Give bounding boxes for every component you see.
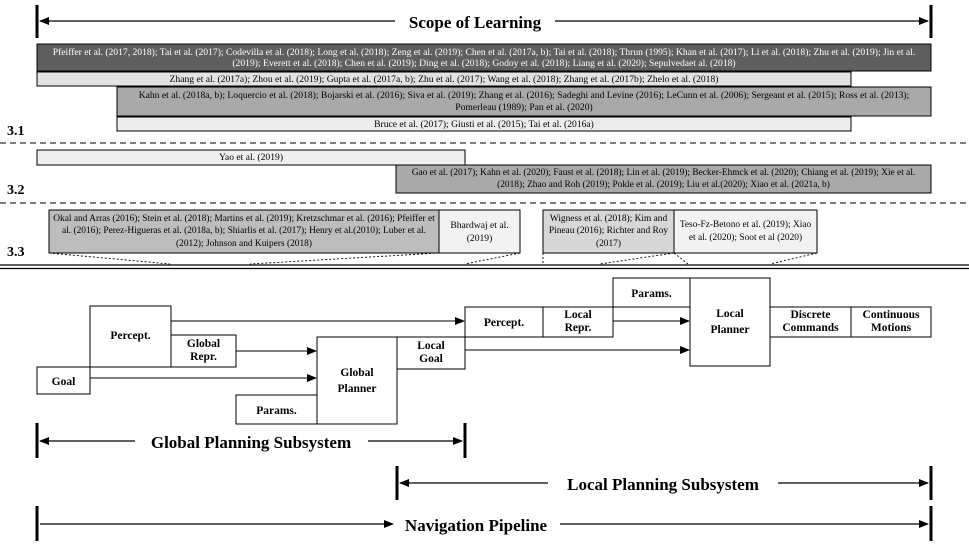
local-span: Local Planning Subsystem xyxy=(395,466,933,500)
local-repr-label: Local Repr. xyxy=(564,309,592,334)
section-3-1: Pfeiffer et al. (2017, 2018); Tai et al.… xyxy=(7,43,932,139)
global-repr-label: Global Repr. xyxy=(186,338,221,363)
section-label-3-2: 3.2 xyxy=(7,183,25,198)
local-percept-label: Percept. xyxy=(484,317,524,329)
global-span-label: Global Planning Subsystem xyxy=(151,433,351,452)
ref-box-3-3-row4 xyxy=(673,209,818,254)
ref-box-3-3-row1 xyxy=(48,209,440,254)
continuous-motions-box xyxy=(850,306,932,338)
global-repr-box xyxy=(170,334,237,368)
local-goal-box xyxy=(396,336,466,370)
ref-text-3-2-row2: Gao et al. (2017); Kahn et al. (2020); F… xyxy=(411,168,916,190)
percept-box xyxy=(89,305,172,368)
ref-box-3-1-row3 xyxy=(116,86,932,117)
ref-box-3-2-row1 xyxy=(36,149,466,166)
section-3-3: Okal and Arras (2016); Stein et al. (201… xyxy=(7,209,818,265)
goal-label: Goal xyxy=(52,376,76,388)
params-label: Params. xyxy=(256,405,297,417)
discrete-commands-box xyxy=(769,306,852,338)
ref-box-3-3-row2 xyxy=(438,209,521,254)
section-3-2: Yao et al. (2019) Gao et al. (2017); Kah… xyxy=(7,149,932,198)
ref-box-3-1-row4 xyxy=(116,116,852,132)
ref-text-3-3-row3: Wigness et al. (2018); Kim and Pineau (2… xyxy=(548,213,669,249)
ref-text-3-2-row1: Yao et al. (2019) xyxy=(218,152,284,163)
local-span-label: Local Planning Subsystem xyxy=(567,475,759,494)
local-planner-label: Local Planner xyxy=(710,308,750,336)
pipeline-arrows xyxy=(90,317,690,382)
global-planner-box xyxy=(316,336,398,425)
continuous-motions-label: Continuous Motions xyxy=(862,309,920,334)
local-planner-box xyxy=(689,277,771,367)
global-span: Global Planning Subsystem xyxy=(35,423,467,458)
local-params-label: Params. xyxy=(631,288,672,300)
ref-box-3-2-row2 xyxy=(395,164,932,194)
scope-header: Scope of Learning xyxy=(35,5,933,38)
local-params-box xyxy=(612,277,691,308)
params-box xyxy=(235,394,318,425)
percept-label: Percept. xyxy=(110,330,150,342)
projection-lines xyxy=(48,252,818,265)
section-label-3-3: 3.3 xyxy=(7,245,25,260)
ref-text-3-3-row4: Teso-Fz-Betono et al. (2019); Xiao et al… xyxy=(679,220,812,243)
local-percept-box xyxy=(464,306,544,338)
navigation-span: Navigation Pipeline xyxy=(35,506,933,541)
ref-text-3-3-row2: Bhardwaj et al. (2019) xyxy=(450,219,509,244)
global-planner-label: Global Planner xyxy=(337,366,377,395)
ref-text-3-1-row4: Bruce et al. (2017); Giusti et al. (2015… xyxy=(374,118,594,130)
local-goal-label: Local Goal xyxy=(417,340,445,365)
ref-text-3-1-row1: Pfeiffer et al. (2017, 2018); Tai et al.… xyxy=(52,46,916,69)
ref-text-3-1-row2: Zhang et al. (2017a); Zhou et al. (2019)… xyxy=(169,73,719,85)
navigation-span-label: Navigation Pipeline xyxy=(405,516,548,535)
discrete-commands-label: Discrete Commands xyxy=(782,309,839,334)
ref-box-3-3-row3 xyxy=(542,209,675,254)
local-repr-box xyxy=(542,306,614,338)
scope-title: Scope of Learning xyxy=(409,13,542,32)
goal-box xyxy=(36,366,91,395)
ref-text-3-1-row3: Kahn et al. (2018a, b); Loquercio et al.… xyxy=(138,89,910,113)
ref-box-3-1-row1 xyxy=(36,43,932,72)
section-label-3-1: 3.1 xyxy=(7,124,25,139)
ref-text-3-3-row1: Okal and Arras (2016); Stein et al. (201… xyxy=(53,213,435,249)
pipeline: Goal Percept. Global Repr. Global Planne… xyxy=(36,277,932,425)
ref-box-3-1-row2 xyxy=(36,71,852,87)
